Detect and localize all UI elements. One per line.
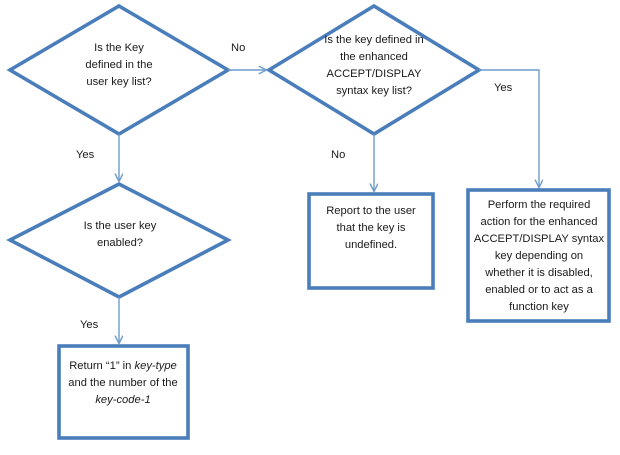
process-report-undefined-label: Report to the user that the key is undef… [326,205,416,251]
process-perform-enhanced-action-label: Perform the required action for the enha… [473,199,605,313]
decision-key-in-user-key-list-label: Is the Key defined in the user key list? [85,42,153,88]
edge-label-d3-yes: Yes [80,319,99,331]
process-report-undefined-shape [307,192,435,290]
decision-user-key-enabled-label: Is the user key enabled? [83,220,157,249]
edge-label-d2-yes: Yes [494,82,513,94]
edge-label-d1-yes: Yes [76,149,95,161]
edge-label-d1-no: No [231,42,246,54]
process-perform-enhanced-action-shape [466,188,611,323]
decision-key-in-enhanced-syntax-key-list-label: Is the key defined in the enhanced ACCEP… [324,34,424,97]
process-return-key-type-label: Return “1” in key-type and the number of… [68,360,178,406]
edge-d2-yes-to-p2-line [479,69,539,187]
edge-label-d2-no: No [331,149,346,161]
process-return-key-type-shape [57,344,190,440]
